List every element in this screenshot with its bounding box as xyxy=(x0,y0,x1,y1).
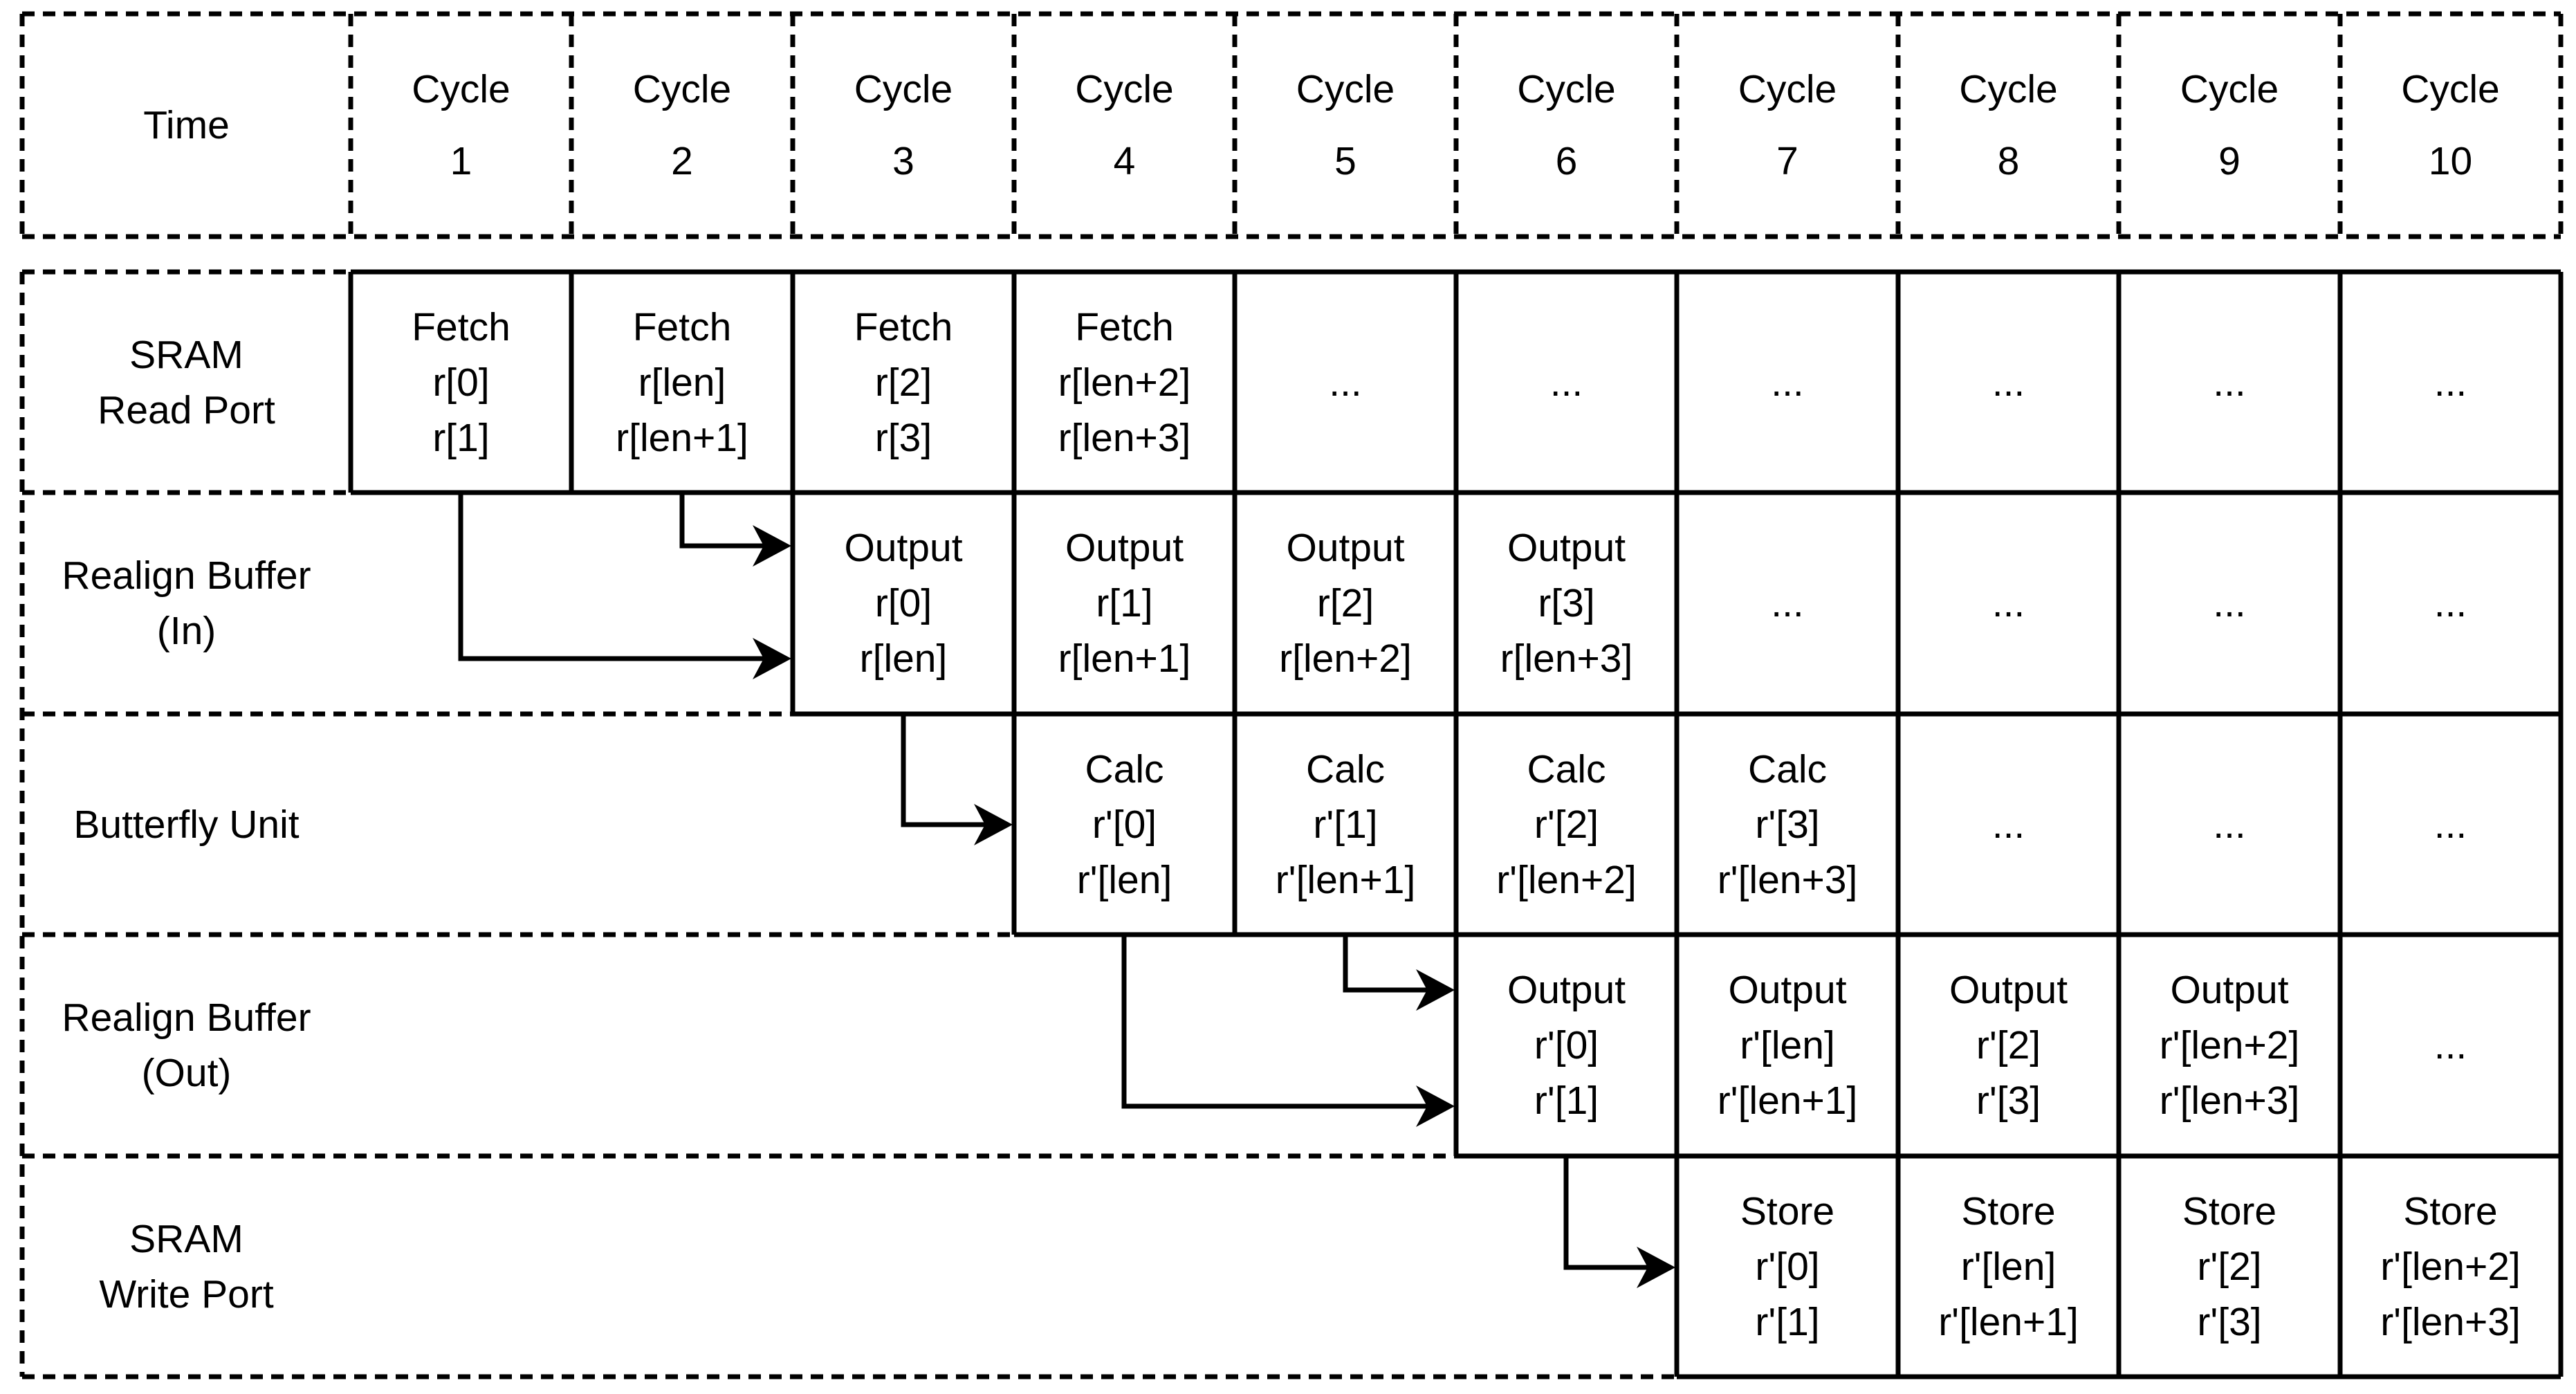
solid-borders xyxy=(348,269,2564,1379)
arrow-fetch-c2-to-realign-in-c3 xyxy=(679,493,791,567)
arrow-realign-out-c6-to-store-c7 xyxy=(1563,1156,1675,1288)
cell-sram-read-cycle-6: ... xyxy=(1549,360,1583,405)
arrow-line xyxy=(1121,935,1428,1109)
cell-realign-in-cycle-8: ... xyxy=(1991,581,2025,625)
row-label-text: Butterfly Unit xyxy=(73,802,300,847)
cell-butterfly-cycle-10: ... xyxy=(2434,802,2467,847)
cell-sram-read-cycle-7: ... xyxy=(1771,360,1804,405)
row-label-butterfly-unit: Butterfly Unit xyxy=(22,714,1014,935)
cell-realign-in-cycle-9: ... xyxy=(2213,581,2246,625)
arrowhead-icon xyxy=(1637,1247,1675,1288)
row-label-text: Realign Buffer(Out) xyxy=(62,996,311,1095)
cell-sram-read-cycle-9: ... xyxy=(2213,360,2246,405)
arrow-line xyxy=(458,493,765,661)
arrow-line xyxy=(679,493,765,549)
arrow-butterfly-c5-to-realign-out-c6 xyxy=(1343,935,1455,1011)
row-label-realign-buffer-out: Realign Buffer(Out) xyxy=(22,935,1456,1156)
arrow-realign-in-c3-to-butterfly-c4 xyxy=(901,714,1013,845)
cell-realign-in-cycle-7: ... xyxy=(1771,581,1804,625)
cell-sram-read-cycle-10: ... xyxy=(2434,360,2467,405)
cell-sram-read-cycle-8: ... xyxy=(1991,360,2025,405)
cell-butterfly-cycle-9: ... xyxy=(2213,802,2246,847)
row-label-realign-buffer-in: Realign Buffer(In) xyxy=(22,493,793,714)
cell-butterfly-cycle-8: ... xyxy=(1991,802,2025,847)
arrow-line xyxy=(1343,935,1428,993)
arrow-line xyxy=(1563,1156,1649,1270)
row-label-text: Realign Buffer(In) xyxy=(62,553,311,653)
arrowhead-icon xyxy=(753,525,791,567)
arrowhead-icon xyxy=(1416,969,1455,1011)
cell-realign-in-cycle-10: ... xyxy=(2434,581,2467,625)
arrowhead-icon xyxy=(753,638,791,679)
arrow-fetch-c1-to-realign-in-c3 xyxy=(458,493,791,679)
arrowhead-icon xyxy=(1416,1085,1455,1127)
cell-sram-read-cycle-5: ... xyxy=(1329,360,1362,405)
arrow-butterfly-c4-to-realign-out-c6 xyxy=(1121,935,1455,1127)
dashed-borders xyxy=(19,11,2564,1379)
cell-realign-out-cycle-10: ... xyxy=(2434,1023,2467,1067)
arrowhead-icon xyxy=(974,804,1013,845)
header-cell-time: Time xyxy=(143,103,230,147)
arrow-line xyxy=(901,714,986,827)
